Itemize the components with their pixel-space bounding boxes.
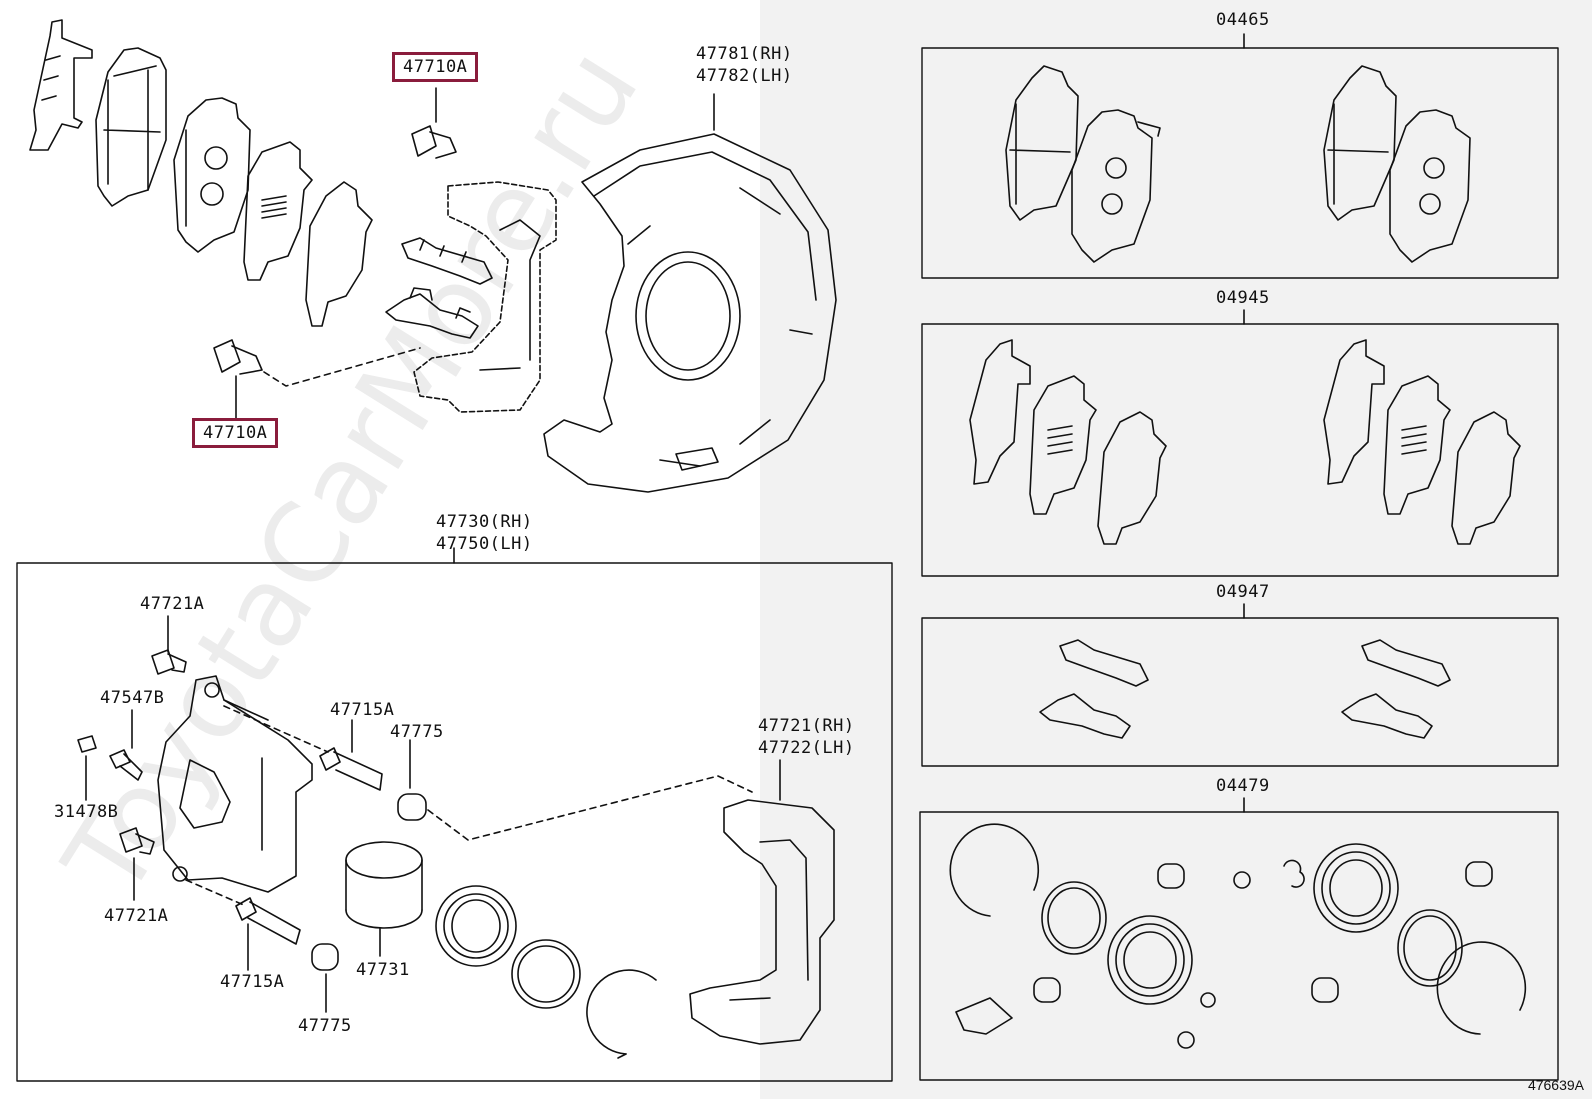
- label-mounting-rh[interactable]: 47721(RH): [758, 716, 855, 736]
- pad-support-plate-lower: [385, 287, 479, 339]
- right-panel-background: [760, 0, 1592, 1099]
- cap-31478b: [77, 735, 97, 801]
- label-kit-04465[interactable]: 04465: [1216, 10, 1270, 30]
- anti-squeal-shim-a: [243, 141, 313, 281]
- pin-47715a-top-part: [319, 719, 383, 791]
- brake-pad-inner: [173, 97, 251, 253]
- label-bolt-47721a-bottom[interactable]: 47721A: [104, 906, 169, 926]
- label-dust-cover-rh[interactable]: 47781(RH): [696, 44, 793, 64]
- pad-support-plate-upper: [401, 237, 493, 285]
- label-bleeder-plug-47547b[interactable]: 47547B: [100, 688, 165, 708]
- label-dust-cover-lh[interactable]: 47782(LH): [696, 66, 793, 86]
- caliper-assembly-frame: [16, 562, 893, 1082]
- kit-04945-frame: [921, 323, 1559, 577]
- kit-04479-seals: [949, 823, 1527, 1049]
- label-kit-04479[interactable]: 04479: [1216, 776, 1270, 796]
- label-bolt-47721a-top[interactable]: 47721A: [140, 594, 205, 614]
- cylinder-body: [157, 675, 329, 907]
- disc-brake-dust-cover: [543, 93, 837, 493]
- label-mounting-lh[interactable]: 47722(LH): [758, 738, 855, 758]
- boot-47775-bottom-part: [311, 943, 339, 1013]
- label-kit-04947[interactable]: 04947: [1216, 582, 1270, 602]
- label-pin-47715a-bottom[interactable]: 47715A: [220, 972, 285, 992]
- piston-seal-rings: [435, 885, 657, 1059]
- label-caliper-assy-rh[interactable]: 47730(RH): [436, 512, 533, 532]
- kit-04947-frame: [921, 617, 1559, 767]
- piston-47731: [345, 841, 423, 957]
- disc-brake-cylinder-mounting-bottom: [689, 759, 835, 1045]
- bolt-47710a-bottom: [213, 339, 421, 419]
- kit-04947-plates-left: [1039, 639, 1149, 739]
- label-boot-47775-top[interactable]: 47775: [390, 722, 444, 742]
- label-kit-04945[interactable]: 04945: [1216, 288, 1270, 308]
- brake-pad-outer: [95, 47, 167, 207]
- bolt-47721a-top-part: [151, 615, 187, 675]
- kit-04945-shims-right: [1323, 339, 1521, 545]
- boot-47775-top-part: [397, 739, 753, 841]
- bolt-47721a-bottom-part: [119, 827, 155, 901]
- kit-04479-frame: [919, 811, 1559, 1081]
- disc-brake-cylinder-mounting-top: [413, 181, 557, 413]
- label-boot-47775-bottom[interactable]: 47775: [298, 1016, 352, 1036]
- label-caliper-assy-lh[interactable]: 47750(LH): [436, 534, 533, 554]
- pin-47715a-bottom-part: [235, 897, 301, 971]
- bleeder-plug-47547b: [109, 709, 143, 781]
- kit-04465-pads-right: [1323, 65, 1471, 263]
- label-bolt-47710a-bottom[interactable]: 47710A: [192, 418, 279, 448]
- bolt-47710a-top: [411, 87, 457, 159]
- label-cap-31478b[interactable]: 31478B: [54, 802, 119, 822]
- anti-squeal-shim-outer: [29, 19, 93, 151]
- anti-squeal-shim-b: [305, 181, 373, 327]
- kit-04945-shims-left: [969, 339, 1167, 545]
- label-bolt-47710a-top[interactable]: 47710A: [392, 52, 479, 82]
- diagram-id: 476639A: [1527, 1077, 1584, 1093]
- kit-04465-pads-left: [1005, 65, 1161, 263]
- kit-04465-frame: [921, 47, 1559, 279]
- kit-04947-plates-right: [1341, 639, 1451, 739]
- label-piston-47731[interactable]: 47731: [356, 960, 410, 980]
- label-pin-47715a-top[interactable]: 47715A: [330, 700, 395, 720]
